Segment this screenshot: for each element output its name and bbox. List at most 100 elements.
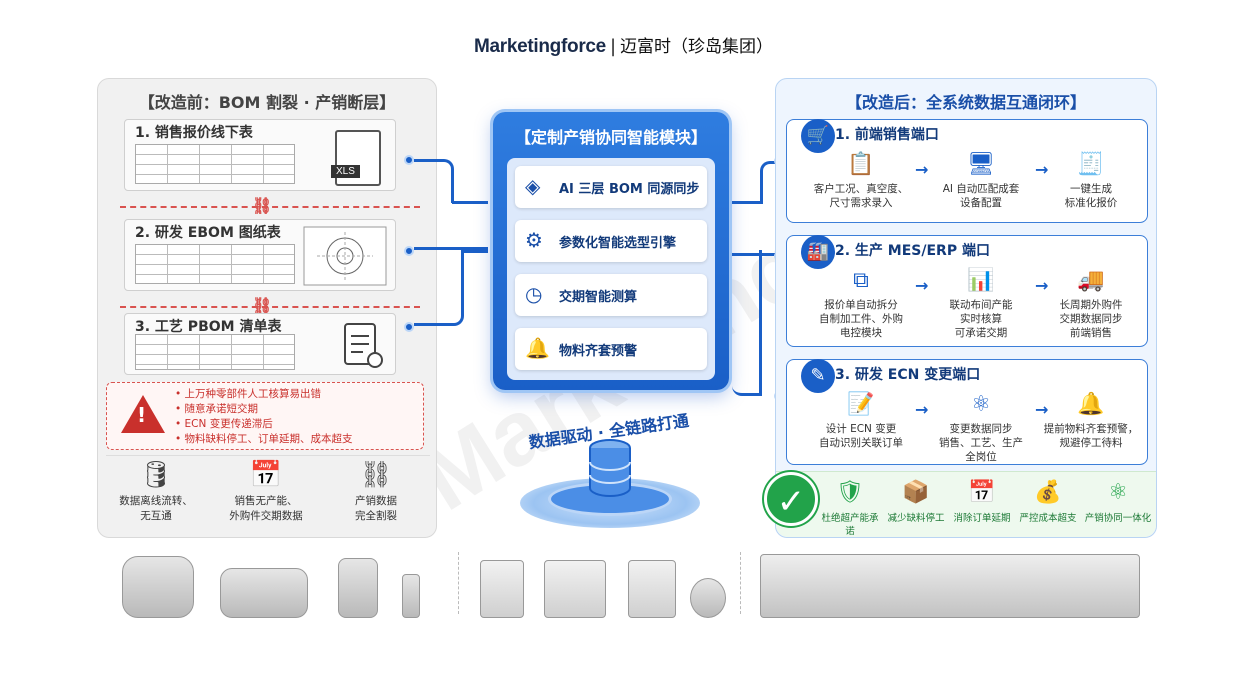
warning-item: ECN 变更传递滞后 <box>175 417 353 432</box>
factory-icon: 🏭 <box>801 235 835 269</box>
break-divider <box>120 206 420 208</box>
connector-dot <box>404 246 414 256</box>
step-text: 设计 ECN 变更 自动识别关联订单 <box>819 423 903 449</box>
checklist-gear-icon <box>344 323 383 368</box>
arrow-right-icon: → <box>1035 276 1049 295</box>
before-panel: 【改造前：BOM 割裂 · 产销断层】 1. 销售报价线下表 XLS ⛓ 2. … <box>97 78 437 538</box>
problem-text: 销售无产能、 外购件交期数据 <box>229 495 303 522</box>
connector-dot <box>404 155 414 165</box>
pump-image <box>220 568 308 618</box>
problem-offline-data: 🛢 数据离线流转、 无互通 <box>106 460 206 524</box>
database-x-icon: 🛢 <box>139 460 173 490</box>
sales-port-title: 1. 前端销售端口 <box>835 127 939 143</box>
benefits-strip: ✓ 🛡 杜绝超产能承诺 📦 减少缺料停工 📅 消除订单延期 💰 严控成本超支 ⚛… <box>764 471 1156 538</box>
benefit-no-delay: 📅 消除订单延期 <box>950 480 1014 525</box>
feature-material-alert[interactable]: 🔔 物料齐套预警 <box>515 328 707 370</box>
shield-check-icon: 🛡 <box>836 480 864 505</box>
connector-line <box>760 161 776 204</box>
warning-item: 物料缺料停工、订单延期、成本超支 <box>175 432 353 447</box>
sales-port-section: 🛒 1. 前端销售端口 📋 客户工况、真空度、 尺寸需求录入 → 🖥 AI 自动… <box>786 119 1148 223</box>
sales-step-input: 📋 客户工况、真空度、 尺寸需求录入 <box>809 152 913 210</box>
warning-icon <box>121 395 165 433</box>
cubes-icon: ⧉ <box>853 268 869 293</box>
sales-quote-title: 1. 销售报价线下表 <box>135 125 253 141</box>
section-divider <box>458 552 459 614</box>
step-text: 一键生成 标准化报价 <box>1064 183 1118 209</box>
spreadsheet-icon <box>135 144 295 184</box>
connector-line <box>732 201 762 204</box>
benefit-text: 严控成本超支 <box>1019 513 1077 524</box>
sales-step-quote: 🧾 一键生成 标准化报价 <box>1039 152 1143 210</box>
monitor-chart-icon: 📊 <box>967 268 995 293</box>
break-divider <box>120 306 420 308</box>
production-step-capacity: 📊 联动布间产能 实时核算 可承诺交期 <box>929 268 1033 340</box>
warning-exclamation: ! <box>137 403 147 427</box>
after-panel: 【改造后：全系统数据互通闭环】 🛒 1. 前端销售端口 📋 客户工况、真空度、 … <box>764 78 1157 538</box>
meter-image <box>628 560 676 618</box>
benefit-text: 杜绝超产能承诺 <box>821 513 879 537</box>
step-text: 长周期外购件 交期数据同步 前端销售 <box>1059 299 1123 339</box>
step-text: 客户工况、真空度、 尺寸需求录入 <box>813 183 909 209</box>
feature-label: 交期智能测算 <box>559 290 638 305</box>
before-problems-strip: 🛢 数据离线流转、 无互通 📅 销售无产能、 外购件交期数据 ⛓ 产销数据 完全… <box>106 455 430 531</box>
step-text: 联动布间产能 实时核算 可承诺交期 <box>949 299 1013 339</box>
cart-icon: 🛒 <box>801 119 835 153</box>
arrow-right-icon: → <box>915 276 929 295</box>
connector-line <box>732 250 762 396</box>
database-icon <box>589 439 631 497</box>
problem-text: 数据离线流转、 无互通 <box>119 495 193 522</box>
sales-quote-box: 1. 销售报价线下表 XLS <box>124 119 396 191</box>
warning-item: 随意承诺短交期 <box>175 402 353 417</box>
core-module: 【定制产销协同智能模块】 ◈ AI 三层 BOM 同源同步 ⚙ 参数化智能选型引… <box>493 112 729 390</box>
engineering-drawing-icon <box>303 226 387 286</box>
arrow-right-icon: → <box>915 160 929 179</box>
connector-dot <box>404 322 414 332</box>
gear-icon: ⚙ <box>525 228 543 252</box>
platform-ring <box>548 482 672 516</box>
benefit-text: 产销协同一体化 <box>1084 513 1152 524</box>
sensor-image <box>690 578 726 618</box>
brand-logo: Marketingforce <box>473 36 606 57</box>
box-icon: 📦 <box>902 480 930 505</box>
step-text: 提前物料齐套预警， 规避停工待料 <box>1043 423 1139 449</box>
xls-file-icon: XLS <box>331 130 381 186</box>
arrow-right-icon: → <box>1035 400 1049 419</box>
valve-image <box>338 558 378 618</box>
connector-line <box>414 226 488 250</box>
clipboard-check-icon: 📋 <box>847 152 875 177</box>
connector-line <box>414 250 464 326</box>
controller-image <box>480 560 524 618</box>
step-text: AI 自动匹配成套 设备配置 <box>942 183 1020 209</box>
calendar-check-icon: 📅 <box>968 480 996 505</box>
core-module-list: ◈ AI 三层 BOM 同源同步 ⚙ 参数化智能选型引擎 ◷ 交期智能测算 🔔 … <box>507 158 715 380</box>
rd-step-ecn: 📝 设计 ECN 变更 自动识别关联订单 <box>809 392 913 450</box>
bell-icon: 🔔 <box>1077 392 1105 417</box>
equipment-illustration <box>112 540 1142 622</box>
problem-text: 产销数据 完全割裂 <box>355 495 397 522</box>
xls-tag: XLS <box>331 165 360 178</box>
before-panel-title: 【改造前：BOM 割裂 · 产销断层】 <box>138 93 396 112</box>
broken-link-icon: ⛓ <box>359 460 393 490</box>
feature-selection-engine[interactable]: ⚙ 参数化智能选型引擎 <box>515 220 707 262</box>
feature-lead-time[interactable]: ◷ 交期智能测算 <box>515 274 707 316</box>
rd-port-title: 3. 研发 ECN 变更端口 <box>835 367 981 383</box>
brand-separator: | <box>609 36 617 57</box>
layers-icon: ◈ <box>525 174 541 198</box>
page-header: Marketingforce|迈富时（珍岛集团） <box>0 32 1247 58</box>
bell-icon: 🔔 <box>525 336 550 360</box>
arrow-right-icon: → <box>915 400 929 419</box>
network-icon: ⚛ <box>1108 480 1128 505</box>
brand-subtitle: 迈富时（珍岛集团） <box>620 37 774 57</box>
benefit-no-overpromise: 🛡 杜绝超产能承诺 <box>818 480 882 538</box>
feature-label: 参数化智能选型引擎 <box>559 236 677 251</box>
feature-bom-sync[interactable]: ◈ AI 三层 BOM 同源同步 <box>515 166 707 208</box>
benefit-integration: ⚛ 产销协同一体化 <box>1082 480 1154 525</box>
production-line-image <box>760 554 1140 618</box>
plc-image <box>544 560 606 618</box>
broken-chain-icon: ⛓ <box>252 196 273 215</box>
section-divider <box>740 552 741 614</box>
warning-box: ! 上万种零部件人工核算易出错 随意承诺短交期 ECN 变更传递滞后 物料缺料停… <box>106 382 424 450</box>
warning-item: 上万种零部件人工核算易出错 <box>175 387 353 402</box>
rd-step-alert: 🔔 提前物料齐套预警， 规避停工待料 <box>1039 392 1143 450</box>
feature-label: AI 三层 BOM 同源同步 <box>559 182 700 197</box>
